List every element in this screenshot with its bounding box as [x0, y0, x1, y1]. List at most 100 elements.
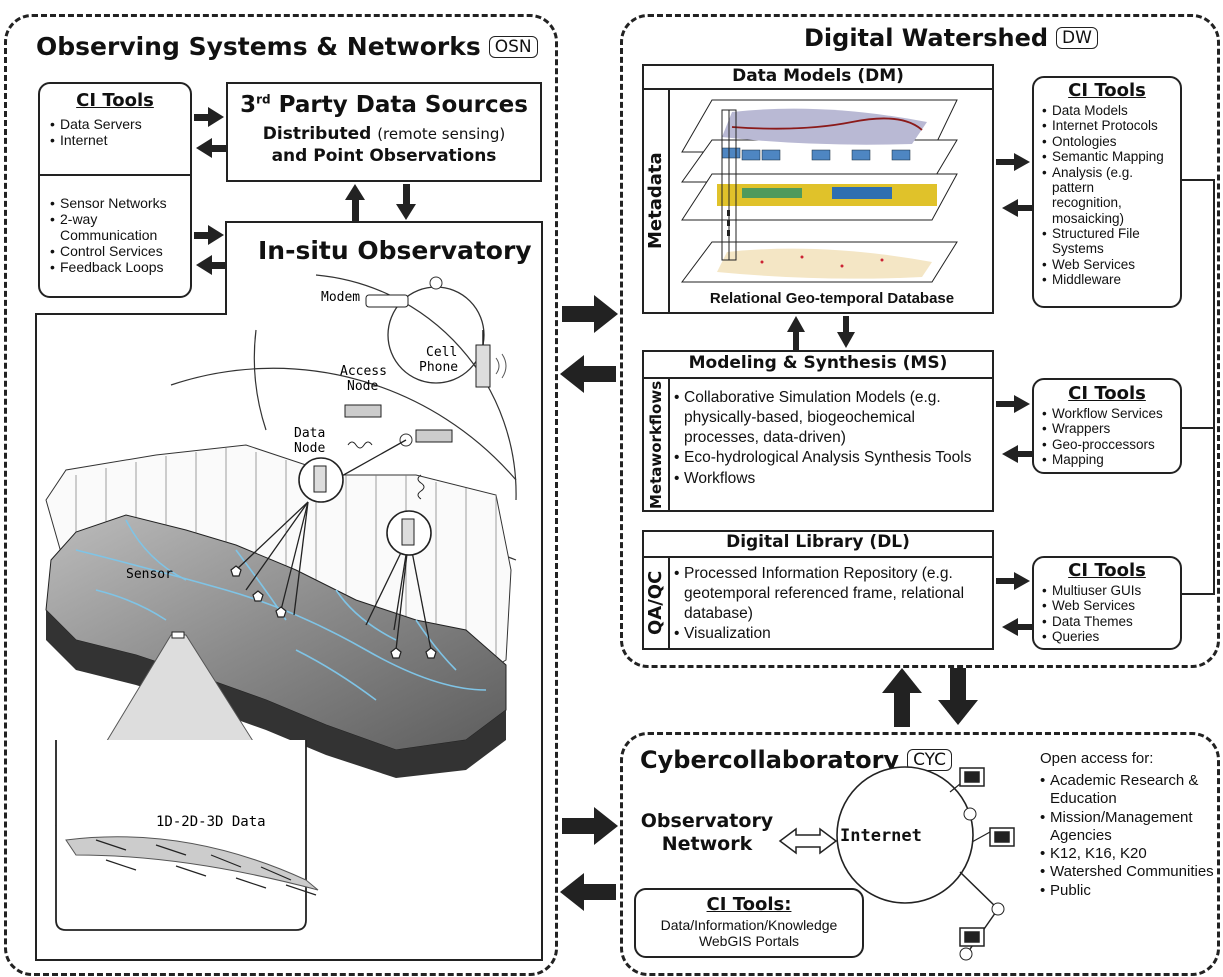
osn-ci-tools-box: CI Tools Data Servers Internet Sensor Ne…	[38, 82, 192, 298]
dw-ci1-title: CI Tools	[1068, 80, 1146, 101]
dl-side-rule	[668, 556, 670, 650]
third-party-line2: and Point Observations	[271, 146, 497, 166]
list-item: Semantic Mapping	[1042, 149, 1180, 165]
dm-layers	[681, 99, 958, 283]
osn-ci-divider	[40, 174, 190, 176]
third-party-box: 3rd Party Data Sources Distributed (remo…	[226, 82, 542, 182]
third-party-sup: rd	[256, 92, 271, 107]
dw-title-text: Digital Watershed	[804, 24, 1049, 52]
list-item: Web Services	[1042, 598, 1180, 614]
list-item: Feedback Loops	[50, 259, 190, 276]
cyc-ci-title: CI Tools:	[706, 894, 792, 915]
list-item: Sensor Networks	[50, 195, 190, 212]
osn-ci-tools-list-1: Data Servers Internet	[50, 116, 190, 149]
dw-ci2-list: Workflow Services Wrappers Geo-proccesso…	[1042, 406, 1180, 468]
label-modem: Modem	[321, 290, 360, 305]
open-access-list: Academic Research & Education Mission/Ma…	[1040, 772, 1220, 900]
dw-panel	[620, 14, 1220, 668]
list-item: Processed Information Repository (e.g. g…	[674, 564, 990, 624]
dw-ci3-title: CI Tools	[1068, 560, 1146, 581]
label-access-1: Access	[340, 364, 387, 379]
label-access-2: Node	[347, 379, 378, 394]
list-item: 2-way Communication	[50, 211, 190, 244]
observatory-network-2: Network	[661, 832, 753, 855]
third-party-line1a: Distributed	[262, 124, 378, 144]
open-access: Open access for: Academic Research & Edu…	[1040, 750, 1220, 900]
label-data-node-1: Data	[294, 426, 325, 441]
dm-side-rule	[668, 88, 670, 314]
list-item: Web Services	[1042, 257, 1180, 273]
list-item: Mission/Management Agencies	[1040, 809, 1220, 846]
list-item: Control Services	[50, 243, 190, 260]
third-party-line1: Distributed (remote sensing)	[228, 124, 540, 144]
observatory-network-1: Observatory	[640, 810, 774, 832]
cyc-tag: CYC	[907, 749, 952, 771]
list-item: Geo-proccessors	[1042, 437, 1180, 453]
ms-side-rule	[668, 377, 670, 512]
open-access-title: Open access for:	[1040, 750, 1154, 767]
dw-ci3-list: Multiuser GUIs Web Services Data Themes …	[1042, 583, 1180, 645]
list-item: Ontologies	[1042, 134, 1180, 150]
dw-ci-tools-3: CI Tools Multiuser GUIs Web Services Dat…	[1032, 556, 1182, 650]
list-item: Wrappers	[1042, 421, 1180, 437]
cyc-graphics	[778, 766, 1015, 961]
label-cell-1: Cell	[426, 345, 457, 360]
third-party-rest: Party Data Sources	[270, 92, 528, 118]
list-item: Multiuser GUIs	[1042, 583, 1180, 599]
list-item: Queries	[1042, 629, 1180, 645]
osn-title: Observing Systems & Networks OSN	[36, 32, 538, 61]
list-item: Public	[1040, 882, 1220, 901]
third-party-title: 3rd Party Data Sources	[228, 92, 540, 118]
dl-list: Processed Information Repository (e.g. g…	[674, 564, 990, 645]
osn-title-text: Observing Systems & Networks	[36, 32, 481, 61]
list-item: Data Models	[1042, 103, 1180, 119]
dm-title: Data Models (DM)	[732, 66, 904, 86]
internet-label: Internet	[840, 826, 922, 846]
dw-ci-tools-1: CI Tools Data Models Internet Protocols …	[1032, 76, 1182, 308]
dw-title: Digital Watershed DW	[804, 24, 1098, 52]
ms-title: Modeling & Synthesis (MS)	[688, 353, 948, 373]
list-item: Mapping	[1042, 452, 1180, 468]
osn-ci-tools-list-2: Sensor Networks 2-way Communication Cont…	[50, 195, 190, 276]
dl-title: Digital Library (DL)	[726, 532, 910, 552]
list-item: Workflows	[674, 469, 990, 489]
dm-title-rule	[642, 88, 994, 90]
cyc-title-text: Cybercollaboratory	[640, 746, 900, 774]
ms-list: Collaborative Simulation Models (e.g. ph…	[674, 388, 990, 489]
osn-ci-tools-title: CI Tools	[76, 90, 154, 111]
list-item: Watershed Communities	[1040, 863, 1220, 882]
cyc-title: Cybercollaboratory CYC	[640, 746, 952, 774]
insitu-title: In-situ Observatory	[258, 236, 532, 265]
cyc-ci-line2: WebGIS Portals	[698, 933, 800, 949]
ms-title-rule	[642, 377, 994, 379]
label-sensor: Sensor	[126, 567, 173, 582]
dl-title-rule	[642, 556, 994, 558]
list-item: Visualization	[674, 624, 990, 644]
cyc-ci-line1: Data/Information/Knowledge	[660, 917, 838, 933]
list-item: Analysis (e.g. pattern recognition, mosa…	[1042, 165, 1157, 227]
third-party-num: 3	[240, 92, 257, 118]
list-item: Workflow Services	[1042, 406, 1180, 422]
list-item: Middleware	[1042, 272, 1180, 288]
osn-panel	[4, 14, 558, 976]
list-item: Collaborative Simulation Models (e.g. ph…	[674, 388, 990, 448]
list-item: Eco-hydrological Analysis Synthesis Tool…	[674, 448, 990, 468]
list-item: Data Servers	[50, 116, 190, 133]
third-party-line1b: (remote sensing)	[377, 125, 506, 143]
list-item: Internet	[50, 132, 190, 149]
dm-caption: Relational Geo-temporal Database	[709, 290, 955, 307]
cyc-ci-tools-box: CI Tools: Data/Information/Knowledge Web…	[634, 888, 864, 958]
dw-ci2-title: CI Tools	[1068, 383, 1146, 404]
insitu-illustration: Modem Cell Phone Access Node Data Node S…	[45, 274, 517, 931]
osn-tag: OSN	[488, 36, 538, 58]
list-item: Structured File Systems	[1042, 226, 1162, 257]
label-data-node-2: Node	[294, 441, 325, 456]
observatory-network: Observatory Network	[632, 810, 782, 856]
dw-tag: DW	[1056, 27, 1098, 49]
list-item: Data Themes	[1042, 614, 1180, 630]
label-cell-2: Phone	[419, 360, 458, 375]
